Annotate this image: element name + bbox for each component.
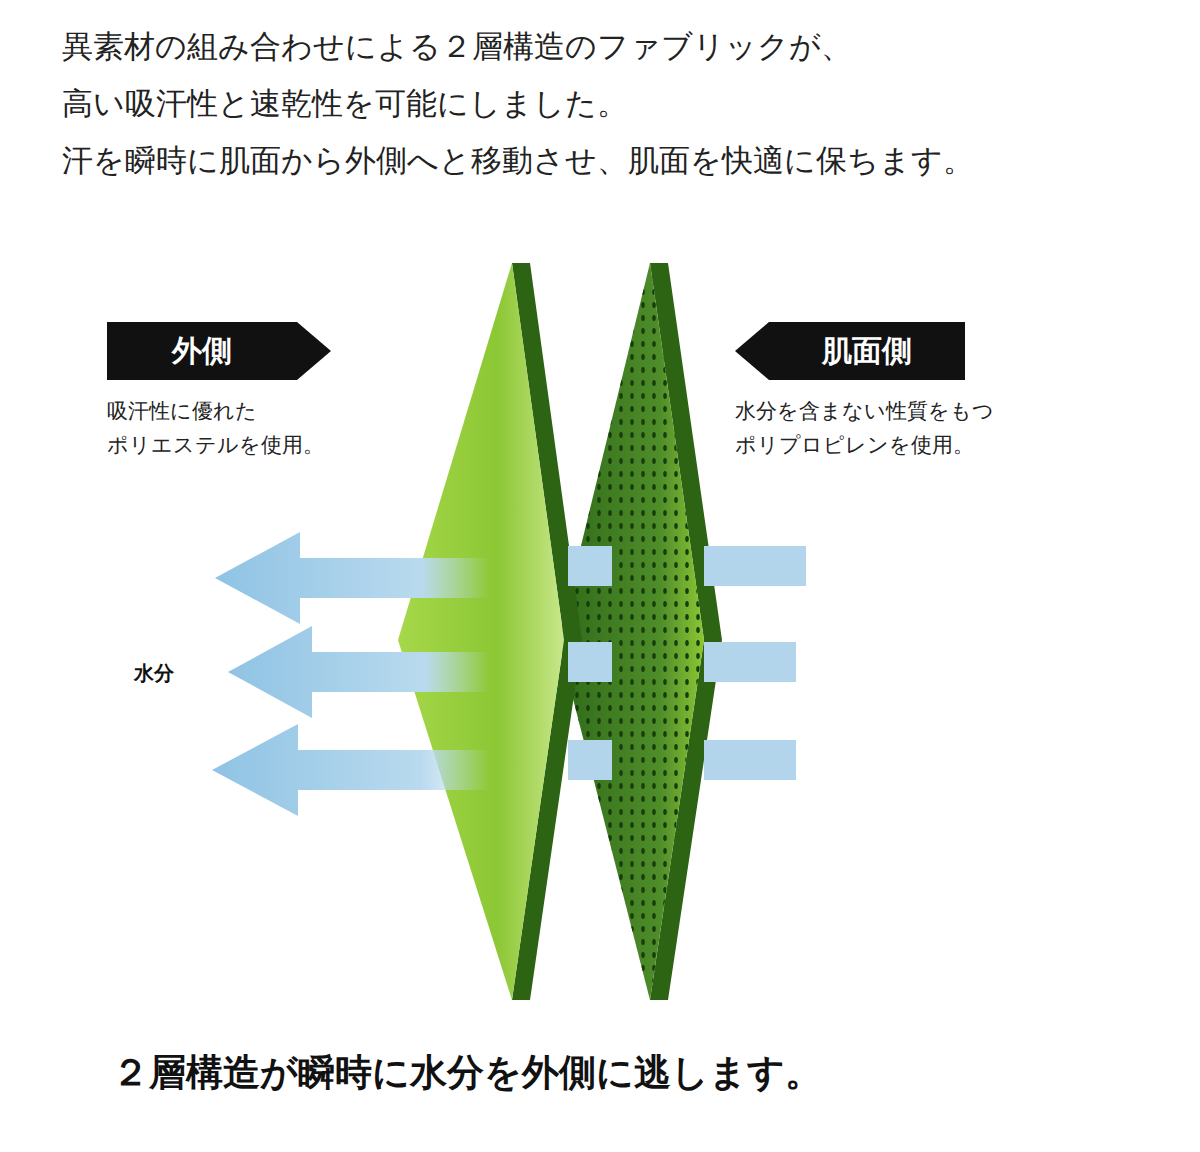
heading: 異素材の組み合わせによる２層構造のファブリックが、 高い吸汗性と速乾性を可能にし… [62, 18, 1172, 189]
label-badge: 外側吸汗性に優れた ポリエステルを使用。 [107, 322, 367, 462]
badge-heading: 肌面側 [822, 330, 912, 372]
outer-layer [398, 263, 564, 1000]
label-badge: 肌面側水分を含まない性質をもつ ポリプロピレンを使用。 [735, 322, 1045, 462]
arrow-badge: 外側 [107, 322, 331, 380]
badge-fill [107, 322, 331, 380]
arrow-badge: 肌面側 [735, 322, 965, 380]
caption: ２層構造が瞬時に水分を外側に逃します。 [112, 1048, 1112, 1098]
moisture-arrows [212, 532, 806, 816]
moisture-label: 水分 [134, 660, 174, 687]
badge-description: 水分を含まない性質をもつ ポリプロピレンを使用。 [735, 394, 1045, 462]
badge-description: 吸汗性に優れた ポリエステルを使用。 [107, 394, 367, 462]
badge-heading: 外側 [172, 330, 232, 372]
badge-fill [735, 322, 965, 380]
